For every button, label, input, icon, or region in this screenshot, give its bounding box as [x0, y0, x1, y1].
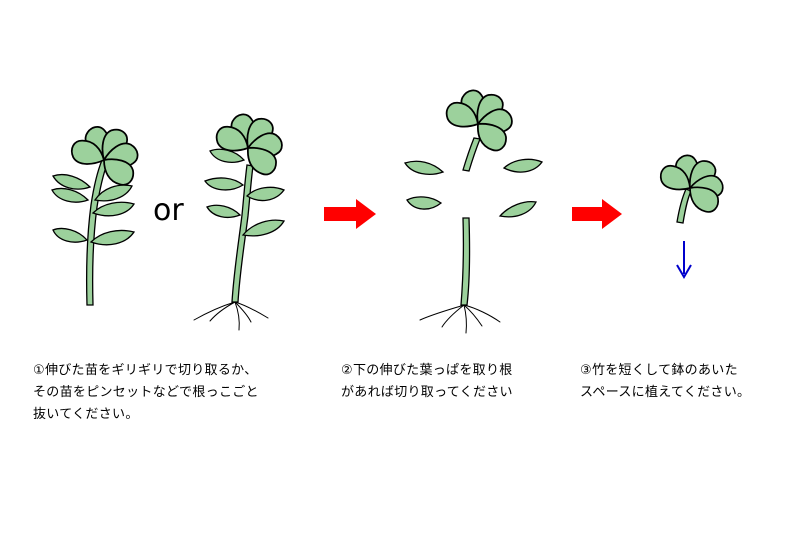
plant-1-leaf	[89, 229, 136, 246]
plant-2-seedling-with-roots	[193, 111, 286, 331]
plant-3-top-stem	[462, 137, 481, 172]
plant-1-leaf	[91, 201, 136, 217]
plant-2-roots	[193, 301, 269, 331]
plant-4-stem	[676, 188, 692, 224]
detached-leaf	[498, 200, 537, 218]
detached-leaf	[406, 196, 443, 210]
plant-4-crown	[655, 152, 725, 218]
detached-leaf	[403, 160, 445, 175]
plant-1-leaf	[51, 187, 90, 203]
plant-4-short-cutting	[655, 152, 725, 224]
plant-2-leaf	[206, 204, 242, 218]
process-arrow-1	[324, 199, 376, 229]
plant-1-seedling	[51, 122, 141, 306]
plant-2-leaf	[203, 177, 245, 191]
plant-3-top-cutting	[441, 87, 515, 172]
down-arrow	[676, 241, 692, 279]
plant-1-stem	[85, 159, 109, 306]
step-1-instruction: ①伸びた苗をギリギリで切り取るか、 その苗をピンセットなどで根っこごと 抜いてく…	[33, 363, 259, 422]
plant-2-leaf	[209, 148, 246, 163]
plant-1-leaf	[93, 184, 133, 202]
plant-1-leaf	[52, 173, 92, 190]
plant-3-separated	[403, 87, 544, 334]
or-label: or	[153, 193, 184, 228]
step-3-instruction: ③竹を短くして鉢のあいた スペースに植えてください。	[580, 363, 751, 400]
plant-1-leaf	[52, 227, 89, 243]
plant-3-roots	[419, 304, 501, 334]
detached-leaf	[502, 158, 544, 173]
step-2-instruction: ②下の伸びた葉っぱを取り根 があれば切り取ってください	[341, 363, 513, 400]
plant-3-bottom-stem	[460, 217, 471, 306]
plant-2-leaf	[245, 186, 286, 202]
process-arrow-2	[572, 199, 622, 229]
plant-2-leaf	[241, 219, 286, 237]
